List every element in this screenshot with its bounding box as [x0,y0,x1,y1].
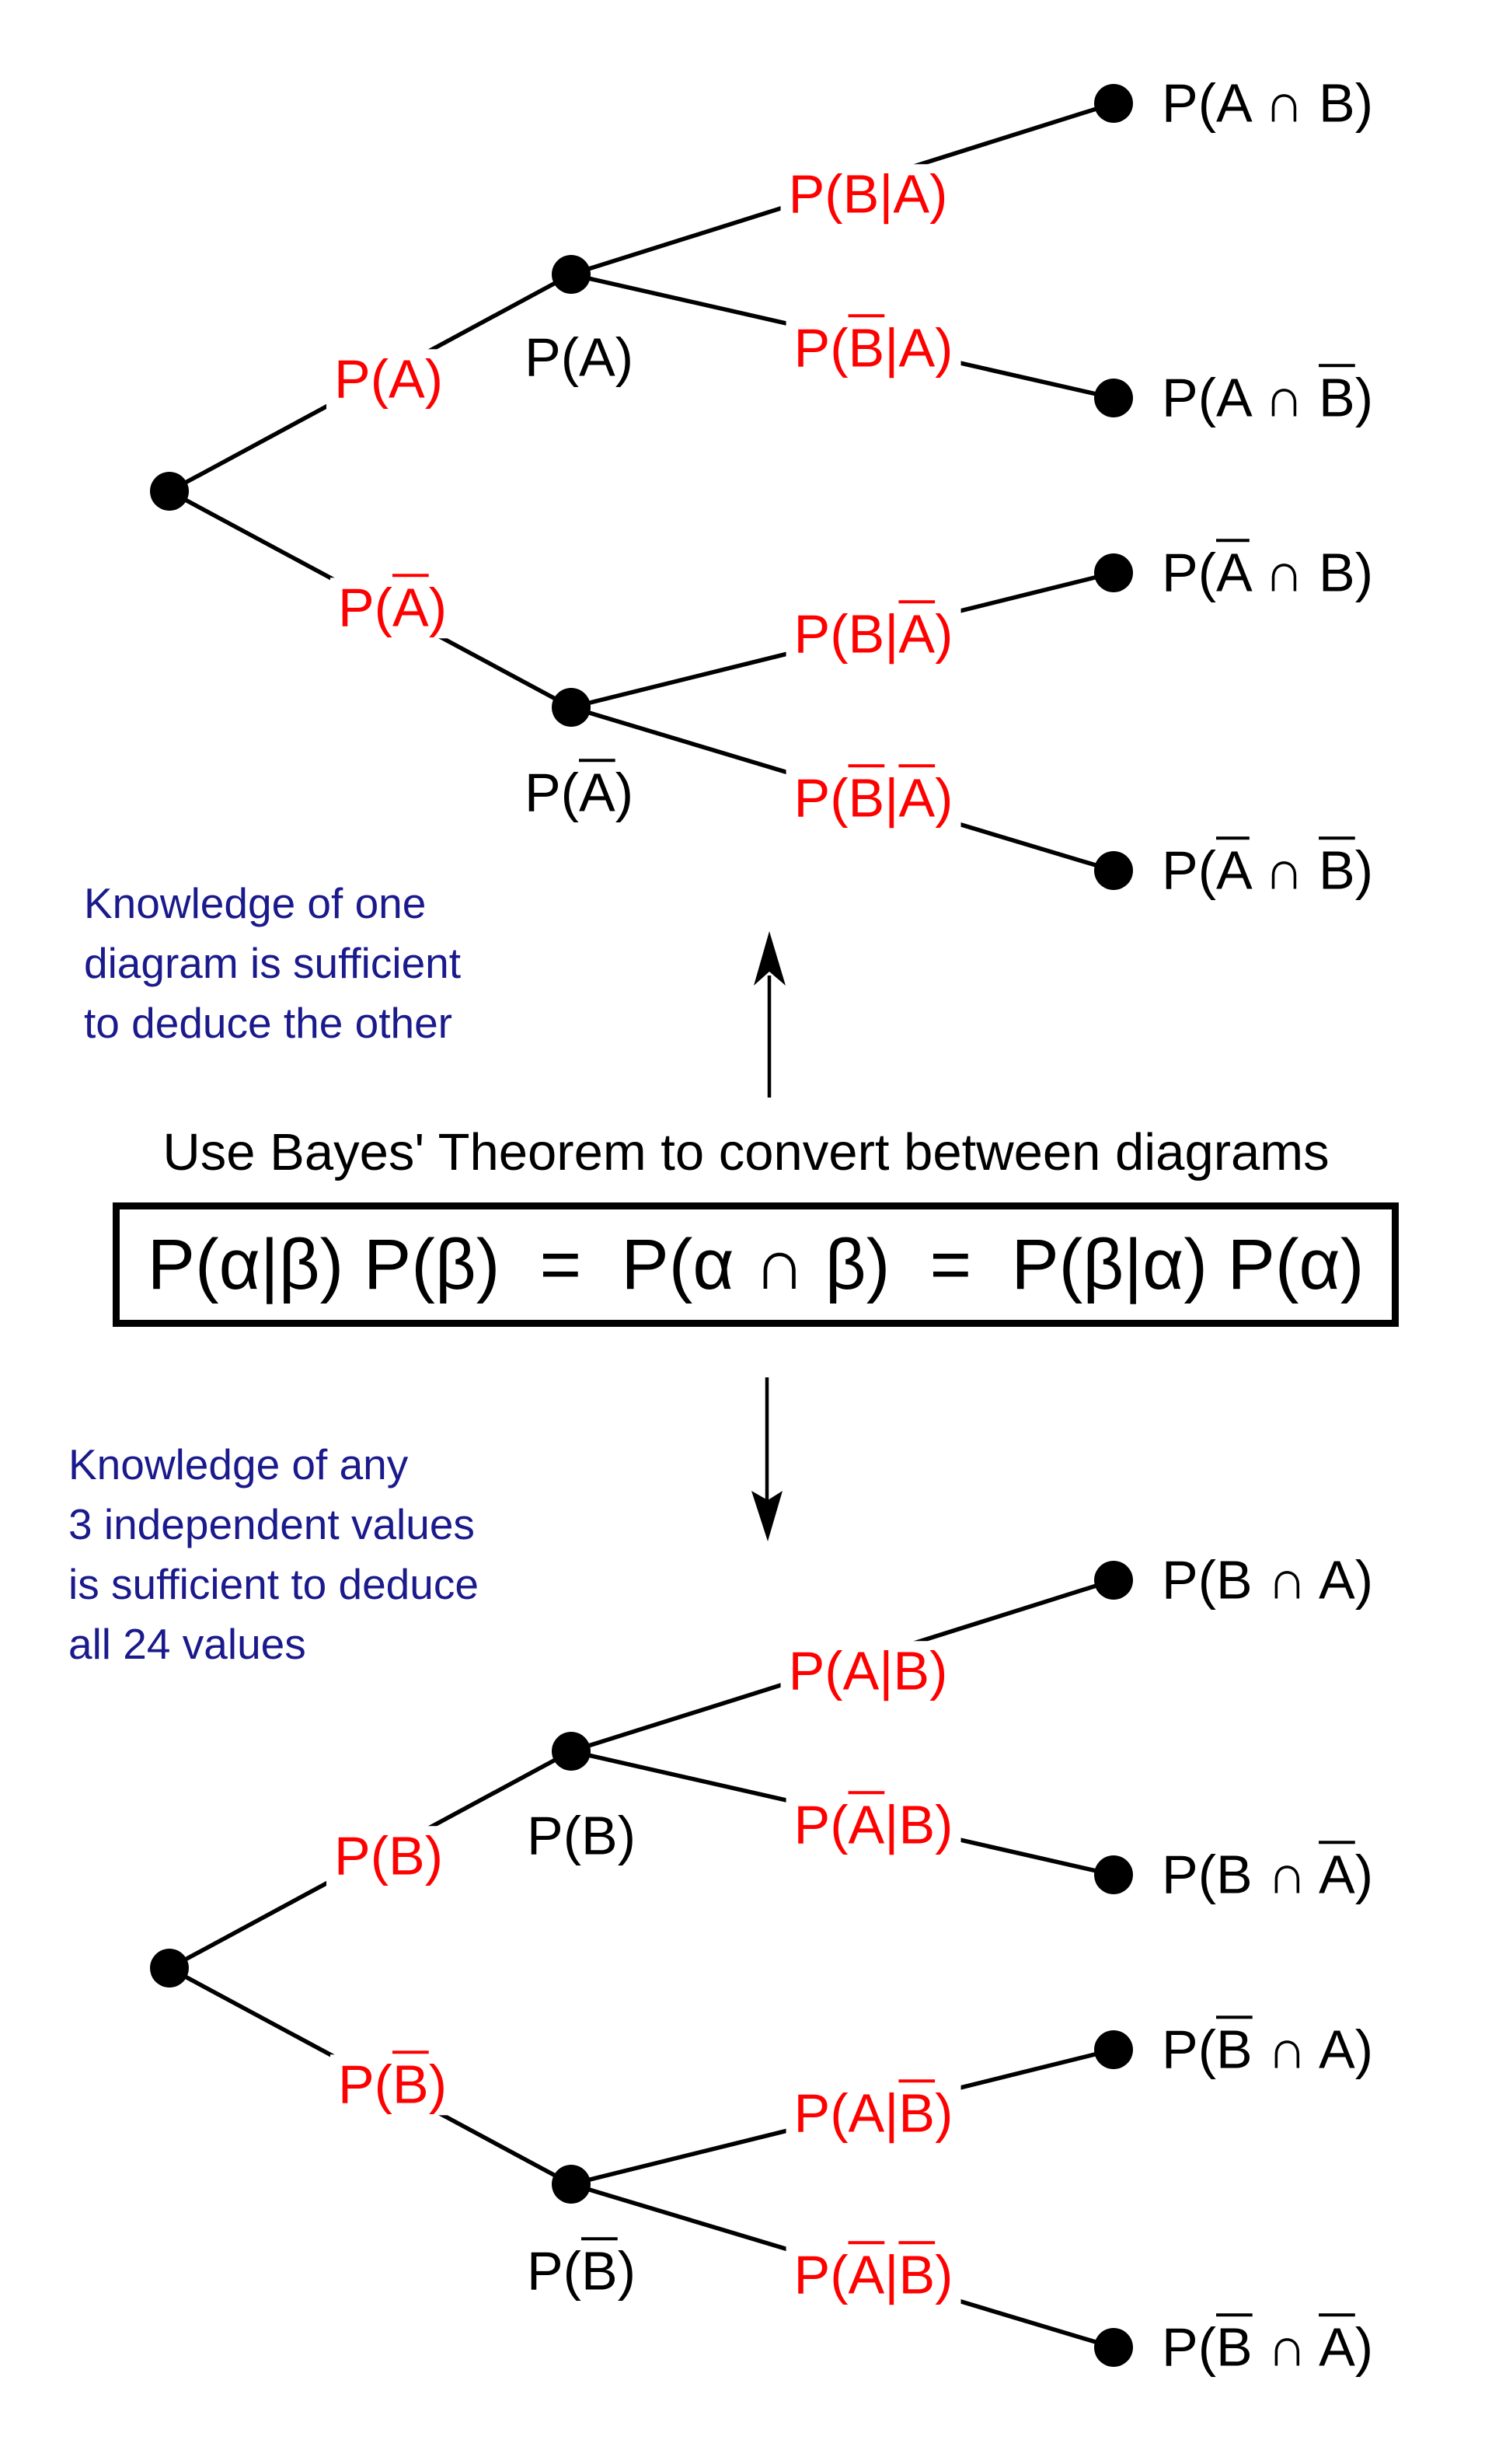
note-bottom: Knowledge of any 3 independent values is… [68,1435,479,1674]
bottom-leaf-label-not-b-and-a: P(B ∩ A) [1162,2019,1374,2080]
bottom-edge-label-a-given-b: P(A|B) [780,1641,956,1701]
bayes-formula-box: P(α|β) P(β) = P(α ∩ β) = P(β|α) P(α) [113,1202,1399,1327]
note-bottom-line: 3 independent values [68,1500,475,1548]
note-bottom-line: is sufficient to deduce [68,1560,479,1608]
note-bottom-line: Knowledge of any [68,1440,409,1489]
caption: Use Bayes' Theorem to convert between di… [162,1123,1330,1181]
bottom-leaf-label-not-b-and-not-a: P(B ∩ A) [1162,2316,1374,2378]
bottom-leaf-label-b-and-not-a: P(B ∩ A) [1162,1844,1374,1905]
note-top-line: diagram is sufficient [84,939,462,987]
top-leaf-label-a-and-not-b: P(A ∩ B) [1162,367,1374,428]
bottom-edge-label-b: P(B) [326,1826,451,1886]
top-leaf-label-a-and-b: P(A ∩ B) [1162,72,1374,134]
top-edge-label-not-b-given-not-a: P(B|A) [786,768,961,829]
top-node-label-a: P(A) [525,326,633,388]
bottom-node-label-not-b: P(B) [526,2240,636,2302]
note-top-line: to deduce the other [84,999,452,1047]
top-node-label-not-a: P(A) [524,762,634,823]
bottom-edge-label-not-a-given-b: P(A|B) [786,1795,961,1855]
bottom-leaf-label-b-and-a: P(B ∩ A) [1162,1549,1374,1611]
bottom-edge-label-not-b: P(B) [329,2054,455,2115]
top-edge-label-not-b-given-a: P(B|A) [786,318,961,379]
bottom-edge-label-a-given-not-b: P(A|B) [786,2083,961,2144]
note-top-line: Knowledge of one [84,879,427,927]
top-edge-label-a: P(A) [326,349,451,410]
top-leaf-label-not-a-and-not-b: P(A ∩ B) [1162,839,1374,901]
top-leaf-label-not-a-and-b: P(A ∩ B) [1162,542,1374,603]
bottom-node-label-b: P(B) [527,1805,636,1866]
top-edge-label-not-a: P(A) [329,578,455,638]
bayes-formula: P(α|β) P(β) = P(α ∩ β) = P(β|α) P(α) [147,1224,1365,1304]
top-edge-label-b-given-a: P(B|A) [780,164,956,225]
top-edge-label-b-given-not-a: P(B|A) [786,604,961,665]
note-bottom-line: all 24 values [68,1620,306,1668]
note-top: Knowledge of one diagram is sufficient t… [84,874,461,1053]
bottom-edge-label-not-a-given-not-b: P(A|B) [786,2245,961,2305]
